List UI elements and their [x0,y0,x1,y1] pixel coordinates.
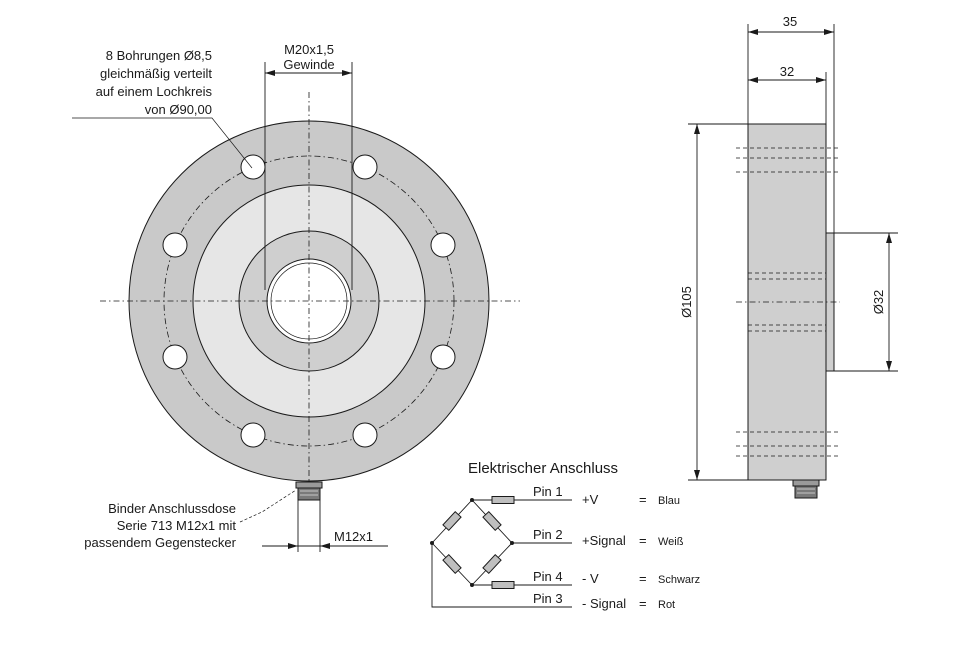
thread-label-line2: Gewinde [283,57,334,72]
pin-label: Pin 4 [533,569,563,584]
dim-diameter-outer: Ø105 [679,286,694,318]
connector-body [295,481,323,489]
bolt-hole [430,344,456,370]
bolt-hole [162,232,188,258]
dim-width-body: 32 [780,64,794,79]
connector-note-line3: passendem Gegenstecker [84,535,236,550]
resistor [482,510,502,532]
front-view: M20x1,5 Gewinde 8 Bohrungen Ø8,5 gleichm… [72,42,520,552]
resistor [482,553,502,575]
pin-color: Blau [658,495,680,507]
arrow-head [265,70,275,76]
bolt-hole [162,344,188,370]
arrow-head [694,470,700,480]
arrow-head [320,543,330,549]
holes-note-line4: von Ø90,00 [145,102,212,117]
bolt-hole [430,232,456,258]
bridge-wire [431,499,513,586]
bolt-hole [352,422,378,448]
pin-label: Pin 3 [533,591,563,606]
pin-resistor [491,496,515,504]
pin-signal: - Signal [582,596,626,611]
dim-diameter-hub: Ø32 [871,290,886,315]
arrow-head [816,77,826,83]
pin-label: Pin 2 [533,527,563,542]
pin-equals: = [639,596,647,611]
pin-equals: = [639,492,647,507]
resistor [442,510,462,532]
arrow-head [748,29,758,35]
pin-color: Rot [658,599,675,611]
pin-signal: +Signal [582,533,626,548]
arrow-head [824,29,834,35]
side-connector-body [792,479,820,487]
pin-signal: - V [582,571,599,586]
connector-thread [297,487,321,501]
pin-signal: +V [582,492,599,507]
pin-color: Schwarz [658,574,700,586]
holes-note-line3: auf einem Lochkreis [96,84,213,99]
connector-note-leader [239,489,297,523]
arrow-head [342,70,352,76]
holes-note-leader [72,117,253,169]
wiring-diagram: Elektrischer Anschluss Pin 1 Pin 2 Pin 4… [430,460,700,611]
thread-label-line1: M20x1,5 [284,42,334,57]
pin-resistor [491,581,515,589]
arrow-head [288,543,298,549]
holes-note-line2: gleichmäßig verteilt [100,66,212,81]
bolt-holes [162,154,456,448]
arrow-head [694,124,700,134]
pin-equals: = [639,533,647,548]
resistor [442,553,462,575]
dim-width-total: 35 [783,14,797,29]
holes-note-line1: 8 Bohrungen Ø8,5 [106,48,212,63]
arrow-head [748,77,758,83]
connector-dim-label: M12x1 [334,529,373,544]
pin-label: Pin 1 [533,484,563,499]
pin-wire [431,543,572,608]
connector-note-line2: Serie 713 M12x1 mit [117,518,237,533]
pin-equals: = [639,571,647,586]
arrow-head [886,233,892,243]
bolt-hole [240,422,266,448]
wiring-title: Elektrischer Anschluss [468,460,618,477]
bolt-hole [352,154,378,180]
side-view: 35 32 Ø105 Ø32 [679,14,898,499]
side-connector-thread [794,485,818,499]
connector-note-line1: Binder Anschlussdose [108,501,236,516]
arrow-head [886,361,892,371]
pin-color: Weiß [658,536,684,548]
